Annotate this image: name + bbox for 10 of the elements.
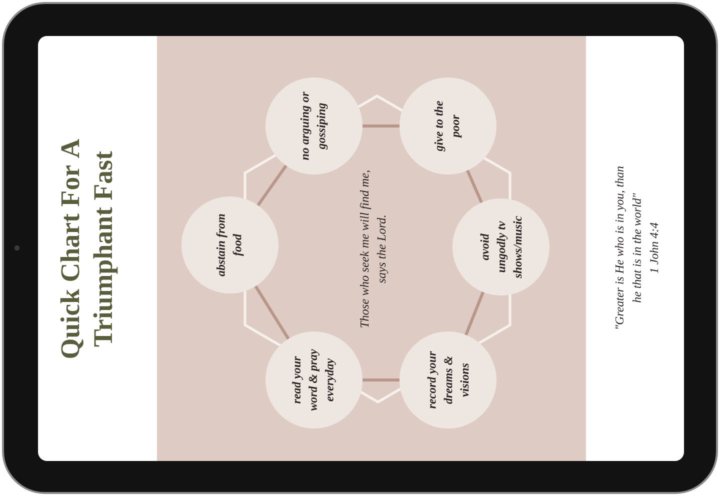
verse-text: Those who seek me will find me, says the Lord. [360, 170, 388, 328]
title: Quick Chart For A Triumphant Fast [60, 138, 118, 358]
connector-line [464, 292, 484, 336]
connector-line [466, 170, 483, 204]
connector-line [256, 164, 288, 206]
connector-line [254, 285, 290, 340]
verse-reference: 1 John 4:4 [650, 222, 658, 274]
connector-line [362, 378, 400, 382]
connector-line [362, 124, 400, 128]
quote-text: "Greater is He who is in you, than he that is in the world" [615, 166, 641, 328]
